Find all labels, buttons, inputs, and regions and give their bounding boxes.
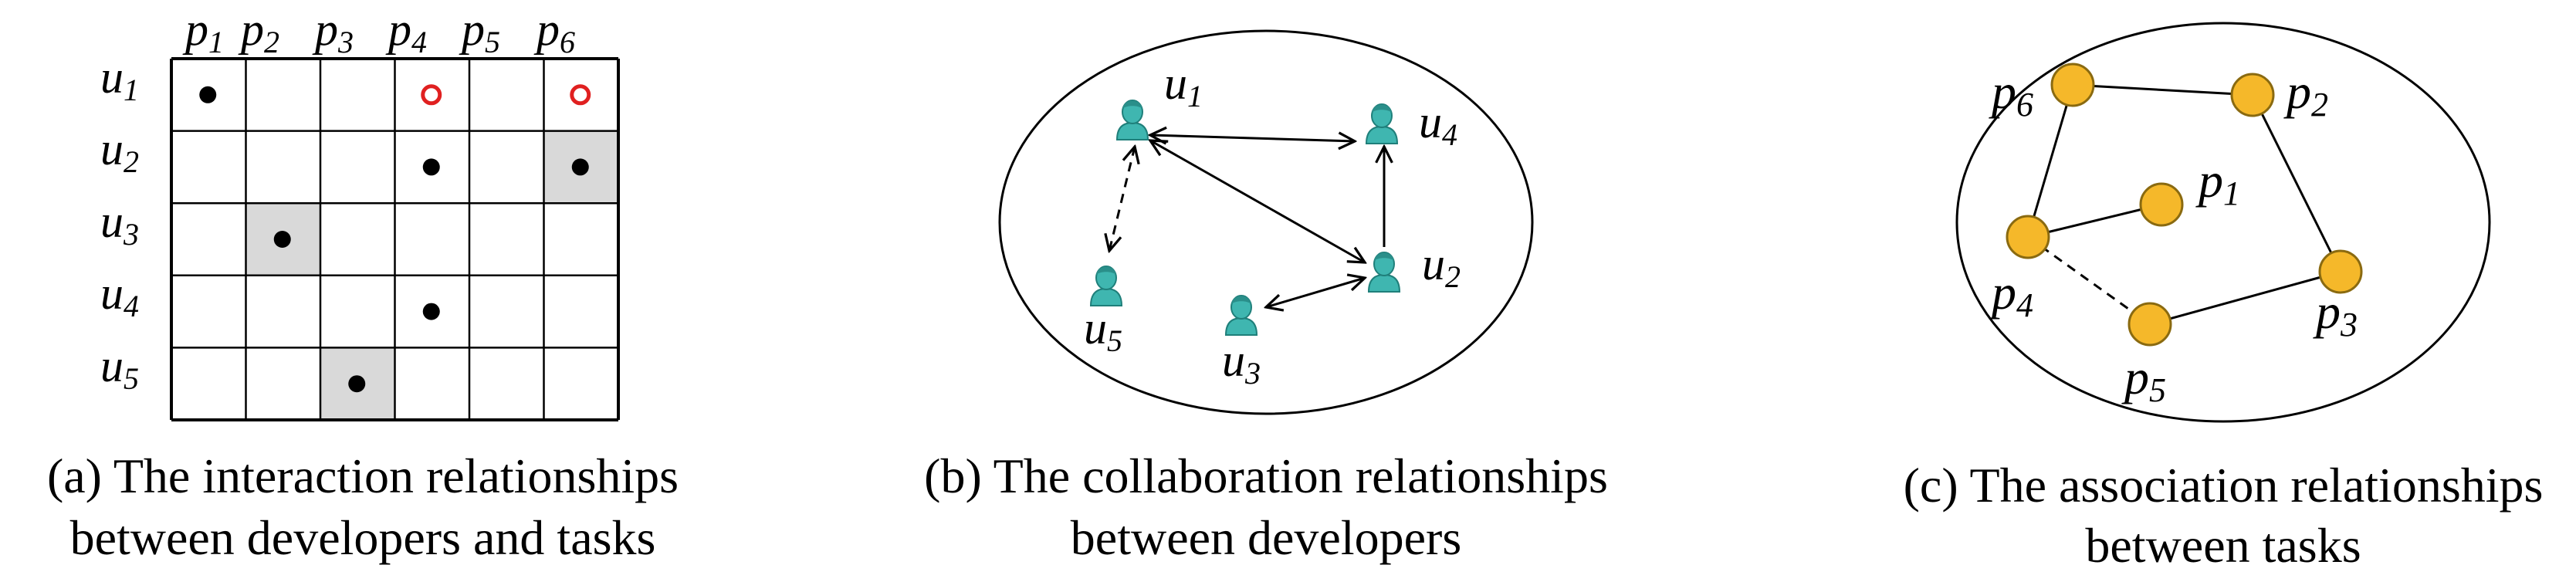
node-label-u2: u2 bbox=[1422, 239, 1461, 294]
edge-p6-p2 bbox=[2072, 83, 2253, 96]
row-label-u3: u3 bbox=[100, 196, 139, 252]
row-label-u4: u4 bbox=[100, 268, 139, 323]
node-label-p2: p2 bbox=[2283, 64, 2328, 124]
interaction-dot bbox=[422, 158, 440, 176]
user-icon-u4 bbox=[1366, 103, 1398, 144]
node-p4 bbox=[2006, 215, 2050, 259]
panel-c-edges bbox=[2026, 83, 2342, 326]
predicted-circle bbox=[570, 84, 591, 106]
node-label-u5: u5 bbox=[1084, 303, 1122, 358]
caption-b-line2: between developers bbox=[1071, 510, 1461, 565]
row-label-u2: u2 bbox=[100, 124, 139, 179]
edge-p4-p1 bbox=[2027, 203, 2162, 239]
node-label-p4: p4 bbox=[1989, 265, 2033, 324]
edge-u3-u2 bbox=[1266, 278, 1365, 307]
panel-c-nodes bbox=[2006, 63, 2363, 347]
user-icon-u2 bbox=[1368, 252, 1400, 293]
predicted-circle bbox=[421, 84, 442, 106]
panel-a-matrix bbox=[170, 57, 620, 421]
panel-c-boundary bbox=[1955, 22, 2491, 423]
user-icon-u3 bbox=[1225, 295, 1258, 336]
caption-c-line2: between tasks bbox=[2085, 518, 2361, 573]
node-label-p6: p6 bbox=[1989, 64, 2033, 124]
node-p5 bbox=[2127, 302, 2172, 347]
caption-a-line2: between developers and tasks bbox=[70, 510, 656, 565]
interaction-dot bbox=[273, 231, 291, 248]
caption-c-line1: (c) The association relationships bbox=[1904, 458, 2544, 513]
col-label-p2: p2 bbox=[238, 4, 279, 59]
edge-p6-p4 bbox=[2026, 84, 2074, 238]
node-label-p5: p5 bbox=[2121, 350, 2166, 409]
row-label-u1: u1 bbox=[100, 52, 139, 107]
col-label-p4: p4 bbox=[385, 4, 427, 59]
node-p1 bbox=[2139, 182, 2184, 227]
node-label-u3: u3 bbox=[1222, 335, 1261, 391]
node-p6 bbox=[2050, 63, 2095, 107]
edge-p4-p5 bbox=[2027, 235, 2151, 326]
col-label-p3: p3 bbox=[312, 4, 354, 59]
col-label-p1: p1 bbox=[182, 4, 224, 59]
edge-u1-u2 bbox=[1150, 140, 1365, 262]
col-label-p6: p6 bbox=[533, 4, 575, 59]
interaction-dot bbox=[422, 303, 440, 320]
caption-b-line1: (b) The collaboration relationships bbox=[924, 448, 1608, 503]
predicted-circles bbox=[421, 84, 591, 106]
panel-b-edges bbox=[1109, 135, 1384, 307]
caption-a-line1: (a) The interaction relationships bbox=[47, 448, 679, 503]
interaction-dots bbox=[199, 86, 589, 393]
node-label-p3: p3 bbox=[2313, 284, 2358, 343]
edge-p5-p3 bbox=[2149, 270, 2341, 326]
matrix-grid bbox=[170, 57, 620, 421]
node-label-u1: u1 bbox=[1164, 58, 1203, 113]
col-label-p5: p5 bbox=[459, 4, 500, 59]
interaction-dot bbox=[571, 158, 589, 176]
node-p2 bbox=[2230, 73, 2275, 117]
panel-b-nodes bbox=[1090, 100, 1400, 336]
panel-b-boundary bbox=[998, 29, 1534, 415]
edge-u1-u5 bbox=[1109, 147, 1135, 251]
user-icon-u5 bbox=[1090, 266, 1122, 306]
edge-p2-p3 bbox=[2251, 94, 2342, 272]
user-icon-u1 bbox=[1116, 100, 1149, 140]
row-label-u5: u5 bbox=[100, 340, 139, 396]
node-label-p1: p1 bbox=[2195, 153, 2240, 212]
interaction-dot bbox=[199, 86, 217, 103]
edge-u1-u4 bbox=[1150, 135, 1355, 141]
node-p3 bbox=[2318, 249, 2363, 294]
node-label-u4: u4 bbox=[1419, 96, 1457, 152]
interaction-dot bbox=[348, 375, 366, 393]
